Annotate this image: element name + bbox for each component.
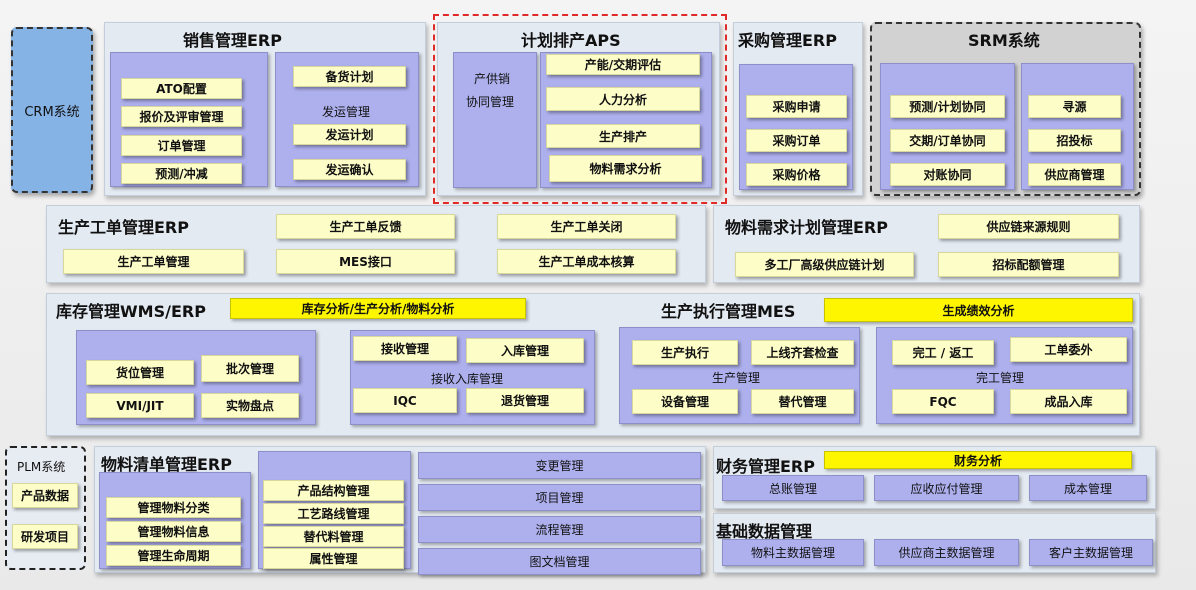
- base-supplier-master[interactable]: 供应商主数据管理: [874, 539, 1019, 566]
- mes-outsource[interactable]: 工单委外: [1010, 337, 1127, 362]
- sales-ship-title: 发运管理: [322, 105, 371, 119]
- mes-prod-title: 生产管理: [712, 371, 761, 385]
- base-customer-master[interactable]: 客户主数据管理: [1029, 539, 1153, 566]
- bom-change-mgmt[interactable]: 变更管理: [418, 452, 701, 479]
- mes-analysis-bar[interactable]: 生成绩效分析: [824, 298, 1133, 322]
- bom-substitute-material[interactable]: 替代料管理: [263, 526, 404, 547]
- mes-kit-check[interactable]: 上线齐套检查: [751, 340, 854, 365]
- finance-ar-ap[interactable]: 应收应付管理: [874, 475, 1019, 501]
- sales-item-ato[interactable]: ATO配置: [121, 78, 242, 99]
- plm-label: PLM系统: [17, 460, 66, 474]
- srm-reconcile-collab[interactable]: 对账协同: [890, 163, 1005, 186]
- base-data-title: 基础数据管理: [716, 522, 813, 541]
- mes-title: 生产执行管理MES: [661, 302, 796, 321]
- srm-title: SRM系统: [968, 31, 1040, 50]
- purchase-erp-title: 采购管理ERP: [738, 31, 837, 50]
- aps-scheduling[interactable]: 生产排产: [546, 124, 700, 148]
- wms-inbound-mgmt[interactable]: 入库管理: [466, 338, 584, 363]
- mrp-quota[interactable]: 招标配额管理: [938, 252, 1119, 277]
- bom-lifecycle[interactable]: 管理生命周期: [106, 545, 241, 566]
- sales-erp-title: 销售管理ERP: [183, 31, 282, 50]
- aps-title: 计划排产APS: [521, 31, 621, 50]
- wms-stocktake[interactable]: 实物盘点: [201, 393, 299, 418]
- srm-bidding[interactable]: 招投标: [1028, 129, 1121, 152]
- wms-analysis-bar[interactable]: 库存分析/生产分析/物料分析: [230, 298, 526, 319]
- wo-feedback[interactable]: 生产工单反馈: [276, 214, 455, 239]
- purchase-request[interactable]: 采购申请: [746, 95, 847, 118]
- aps-left-line2: 协同管理: [466, 95, 515, 109]
- mes-fqc[interactable]: FQC: [892, 389, 994, 414]
- base-material-master[interactable]: 物料主数据管理: [722, 539, 864, 566]
- mes-complete-rework[interactable]: 完工 / 返工: [892, 340, 994, 365]
- crm-label: CRM系统: [24, 104, 80, 120]
- plm-rnd-project[interactable]: 研发项目: [12, 524, 78, 549]
- purchase-order[interactable]: 采购订单: [746, 129, 847, 152]
- finance-title: 财务管理ERP: [716, 457, 815, 476]
- wo-mes-interface[interactable]: MES接口: [276, 249, 455, 274]
- mes-equipment[interactable]: 设备管理: [632, 389, 738, 414]
- bom-material-class[interactable]: 管理物料分类: [106, 497, 241, 518]
- finance-analysis-bar[interactable]: 财务分析: [824, 451, 1132, 469]
- finance-general-ledger[interactable]: 总账管理: [722, 475, 864, 501]
- sales-ship-plan[interactable]: 发运计划: [293, 124, 406, 145]
- mes-substitute[interactable]: 替代管理: [751, 389, 854, 414]
- mes-execution[interactable]: 生产执行: [632, 340, 738, 365]
- wms-receive-mgmt[interactable]: 接收管理: [353, 336, 457, 361]
- sales-item-forecast[interactable]: 预测/冲减: [121, 163, 242, 184]
- mrp-multi-plant[interactable]: 多工厂高级供应链计划: [735, 252, 914, 277]
- wms-return-mgmt[interactable]: 退货管理: [466, 388, 584, 413]
- finance-cost-mgmt[interactable]: 成本管理: [1029, 475, 1147, 501]
- mrp-title: 物料需求计划管理ERP: [725, 218, 888, 237]
- wms-location-mgmt[interactable]: 货位管理: [86, 360, 194, 385]
- aps-capacity-eval[interactable]: 产能/交期评估: [546, 54, 700, 75]
- wms-vmi-jit[interactable]: VMI/JIT: [86, 393, 194, 418]
- sales-item-quote[interactable]: 报价及评审管理: [121, 106, 242, 127]
- bom-project-mgmt[interactable]: 项目管理: [418, 484, 701, 511]
- wo-management[interactable]: 生产工单管理: [63, 249, 244, 274]
- sales-ship-confirm[interactable]: 发运确认: [293, 159, 406, 180]
- bom-product-structure[interactable]: 产品结构管理: [263, 480, 404, 501]
- wo-cost-accounting[interactable]: 生产工单成本核算: [497, 249, 676, 274]
- aps-left-line1: 产供销: [474, 72, 511, 86]
- bom-routing[interactable]: 工艺路线管理: [263, 503, 404, 524]
- srm-sourcing[interactable]: 寻源: [1028, 95, 1121, 118]
- sales-item-order[interactable]: 订单管理: [121, 135, 242, 156]
- bom-attribute[interactable]: 属性管理: [263, 548, 404, 569]
- bom-document-mgmt[interactable]: 图文档管理: [418, 548, 701, 575]
- bom-process-mgmt[interactable]: 流程管理: [418, 516, 701, 543]
- bom-title: 物料清单管理ERP: [101, 455, 232, 474]
- srm-delivery-collab[interactable]: 交期/订单协同: [890, 129, 1005, 152]
- srm-supplier-mgmt[interactable]: 供应商管理: [1028, 163, 1121, 186]
- crm-system-box[interactable]: CRM系统: [11, 27, 93, 193]
- mes-finished-inbound[interactable]: 成品入库: [1010, 389, 1127, 414]
- aps-sub-left: [453, 52, 537, 188]
- aps-highlight-frame: [433, 14, 727, 204]
- wms-receive-title: 接收入库管理: [431, 372, 504, 386]
- wms-iqc[interactable]: IQC: [353, 388, 457, 413]
- bom-material-info[interactable]: 管理物料信息: [106, 521, 241, 542]
- mrp-source-rules[interactable]: 供应链来源规则: [938, 214, 1119, 239]
- purchase-price[interactable]: 采购价格: [746, 163, 847, 186]
- srm-forecast-collab[interactable]: 预测/计划协同: [890, 95, 1005, 118]
- aps-material-demand[interactable]: 物料需求分析: [549, 155, 702, 182]
- wms-batch-mgmt[interactable]: 批次管理: [201, 355, 299, 382]
- plm-system-box: [5, 446, 86, 570]
- work-order-title: 生产工单管理ERP: [58, 218, 189, 237]
- wms-title: 库存管理WMS/ERP: [56, 302, 206, 321]
- sales-stock-plan[interactable]: 备货计划: [293, 66, 406, 87]
- aps-manpower[interactable]: 人力分析: [546, 87, 700, 111]
- plm-product-data[interactable]: 产品数据: [12, 483, 78, 508]
- wo-close[interactable]: 生产工单关闭: [497, 214, 676, 239]
- mes-done-title: 完工管理: [976, 371, 1025, 385]
